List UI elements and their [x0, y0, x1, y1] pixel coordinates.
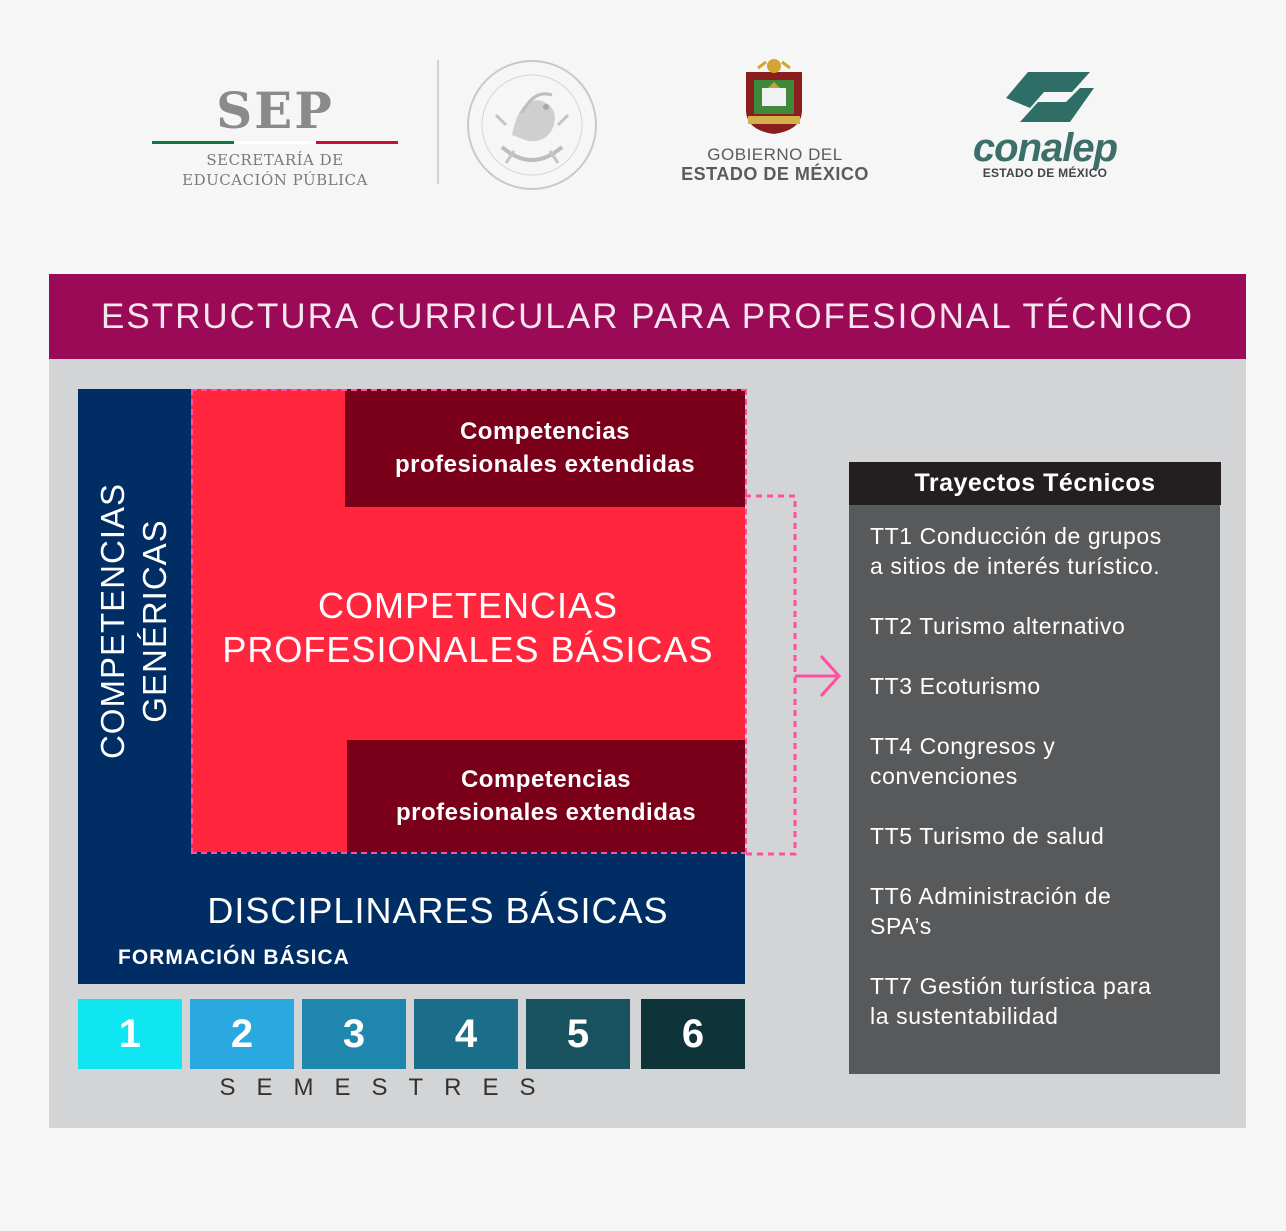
trayecto-item: TT5 Turismo de salud: [870, 821, 1210, 851]
semester-3: 3: [302, 999, 406, 1069]
semester-2: 2: [190, 999, 294, 1069]
extendidas-bottom-box: Competencias profesionales extendidas: [347, 740, 745, 852]
trayecto-line2: a sitios de interés turístico.: [870, 553, 1161, 579]
semester-6: 6: [641, 999, 745, 1069]
extendidas-bottom-line2: profesionales extendidas: [395, 799, 697, 826]
basicas-line1: COMPETENCIAS: [317, 585, 619, 626]
sep-subtitle-line1: SECRETARÍA DE: [206, 151, 344, 169]
trayecto-item: TT4 Congresos y convenciones: [870, 731, 1210, 791]
extendidas-bottom-line1: Competencias: [460, 766, 632, 793]
semester-1: 1: [78, 999, 182, 1069]
genericas-line2: GENÉRICAS: [136, 518, 174, 723]
sep-subtitle-line2: EDUCACIÓN PÚBLICA: [182, 171, 368, 189]
trayectos-list: TT1 Conducción de grupos a sitios de int…: [849, 505, 1220, 1074]
semester-4: 4: [414, 999, 518, 1069]
extendidas-top-box: Competencias profesionales extendidas: [345, 389, 745, 507]
sep-flag-stripe: [152, 141, 398, 144]
trayecto-line1: TT7 Gestión turística para: [870, 973, 1152, 999]
trayecto-item: TT3 Ecoturismo: [870, 671, 1210, 701]
basicas-line2: PROFESIONALES BÁSICAS: [222, 629, 714, 670]
trayecto-item: TT6 Administración de SPA’s: [870, 881, 1210, 941]
national-seal-icon: [467, 60, 597, 190]
semester-row: 1 2 3 4 5 6: [78, 999, 745, 1069]
genericas-line1: COMPETENCIAS: [94, 482, 132, 759]
page-title: ESTRUCTURA CURRICULAR PARA PROFESIONAL T…: [49, 274, 1246, 359]
conalep-subtitle: ESTADO DE MÉXICO: [982, 166, 1108, 180]
extendidas-top-line1: Competencias: [459, 418, 631, 445]
extendidas-top-line2: profesionales extendidas: [394, 451, 696, 478]
trayecto-line1: TT5 Turismo de salud: [870, 823, 1105, 849]
trayectos-bracket-arrow: [745, 494, 842, 856]
sep-logo-word: SEP: [216, 81, 334, 140]
trayecto-line1: TT6 Administración de: [870, 883, 1112, 909]
flag-red: [316, 141, 398, 144]
conalep-wordmark: conalep: [972, 126, 1118, 170]
gobierno-line1: GOBIERNO DEL: [707, 145, 843, 164]
trayecto-line1: TT2 Turismo alternativo: [870, 613, 1126, 639]
estado-mexico-shield-icon: [746, 59, 802, 134]
trayecto-item: TT1 Conducción de grupos a sitios de int…: [870, 521, 1210, 581]
gobierno-line2: ESTADO DE MÉXICO: [681, 164, 869, 184]
trayecto-line2: SPA’s: [870, 913, 932, 939]
trayecto-line1: TT3 Ecoturismo: [870, 673, 1041, 699]
flag-green: [152, 141, 234, 144]
formacion-basica-label: FORMACIÓN BÁSICA: [118, 946, 350, 969]
semester-5: 5: [526, 999, 630, 1069]
sep-logo-subtitle: SECRETARÍA DE EDUCACIÓN PÚBLICA: [150, 150, 400, 190]
competencias-basicas-label: COMPETENCIAS PROFESIONALES BÁSICAS: [191, 584, 745, 672]
trayecto-line2: convenciones: [870, 763, 1018, 789]
arrow-right-icon: [819, 654, 842, 698]
trayectos-title: Trayectos Técnicos: [849, 462, 1221, 505]
disciplinares-label: DISCIPLINARES BÁSICAS: [207, 890, 669, 931]
logo-divider: [437, 60, 439, 184]
trayecto-item: TT7 Gestión turística para la sustentabi…: [870, 971, 1210, 1031]
trayecto-line1: TT4 Congresos y: [870, 733, 1056, 759]
trayecto-line1: TT1 Conducción de grupos: [870, 523, 1162, 549]
semestres-label: SEMESTRES: [219, 1074, 557, 1101]
trayecto-line2: la sustentabilidad: [870, 1003, 1059, 1029]
competencias-genericas-label: COMPETENCIAS GENÉRICAS: [78, 389, 191, 852]
flag-white: [234, 141, 316, 144]
conalep-mark-icon: [1006, 72, 1094, 122]
trayecto-item: TT2 Turismo alternativo: [870, 611, 1210, 641]
